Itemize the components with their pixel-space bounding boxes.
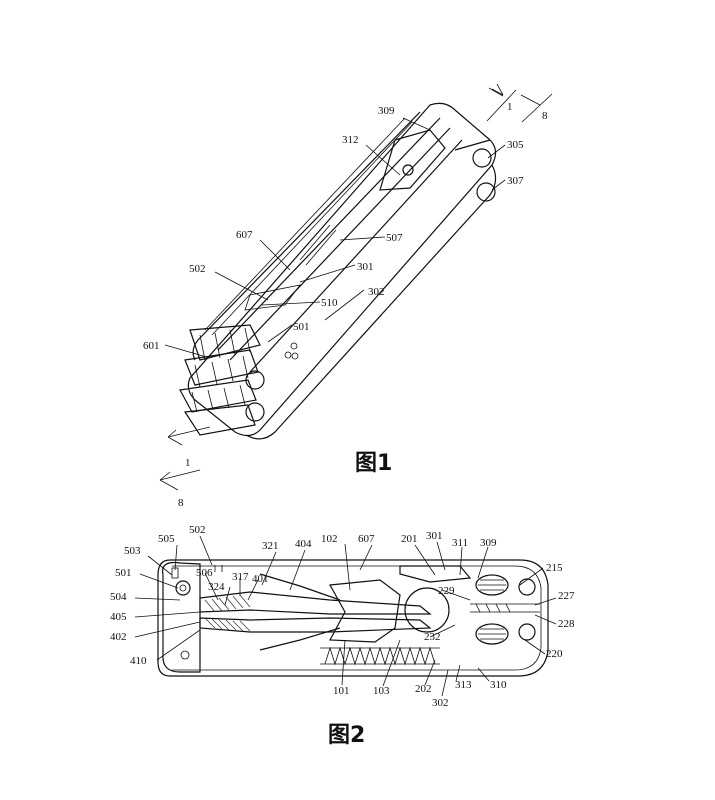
figure-1: 1 8 (143, 83, 553, 509)
fig1-label-510: 510 (321, 297, 338, 309)
fig1-label-607: 607 (236, 229, 253, 241)
fig2-label-309: 309 (480, 537, 497, 549)
fig2-label-229: 229 (438, 585, 455, 597)
fig1-label-502: 502 (189, 263, 206, 275)
section-mark-8-top: 8 (542, 110, 548, 122)
section-mark-1-top: 1 (507, 101, 513, 113)
fig2-label-301: 301 (426, 530, 443, 542)
fig1-label-301: 301 (357, 261, 374, 273)
fig2-label-220: 220 (546, 648, 563, 660)
fig2-label-404: 404 (295, 538, 312, 550)
fig2-leaders (134, 535, 557, 697)
fig2-label-317: 317 (232, 571, 249, 583)
figure-2-caption: 图2 (328, 723, 365, 748)
figure-1-caption: 图1 (355, 451, 392, 476)
fig1-label-601: 601 (143, 340, 160, 352)
fig2-label-505: 505 (158, 533, 175, 545)
fig2-label-228: 228 (558, 618, 575, 630)
fig2-label-321: 321 (262, 540, 279, 552)
fig1-label-302: 302 (368, 286, 385, 298)
fig2-label-232: 232 (424, 631, 441, 643)
fig2-label-401: 401 (252, 573, 269, 585)
fig2-label-103: 103 (373, 685, 390, 697)
fig1-label-507: 507 (386, 232, 403, 244)
multitool-body-section (157, 559, 549, 677)
fig2-label-504: 504 (110, 591, 127, 603)
jaw-end-rings (179, 324, 265, 436)
fig2-label-503: 503 (124, 545, 141, 557)
fig2-label-607: 607 (358, 533, 375, 545)
fig2-label-102: 102 (321, 533, 338, 545)
section-arrow-8-bottom: 8 (159, 469, 201, 509)
fig1-label-309: 309 (378, 105, 395, 117)
section-arrow-8-top: 8 (520, 93, 553, 123)
fig2-label-502: 502 (189, 524, 206, 536)
section-mark-8-bottom: 8 (178, 497, 184, 509)
fig2-label-405: 405 (110, 611, 127, 623)
right-end-fittings (470, 574, 540, 645)
fig2-label-302: 302 (432, 697, 449, 709)
fig1-label-312: 312 (342, 134, 359, 146)
fig2-label-310: 310 (490, 679, 507, 691)
multitool-body-iso (179, 102, 497, 440)
fig2-label-402: 402 (110, 631, 127, 643)
fig1-label-501: 501 (293, 321, 310, 333)
fig2-label-506: 506 (196, 567, 213, 579)
fig2-label-313: 313 (455, 679, 472, 691)
fig2-label-201: 201 (401, 533, 418, 545)
figure-2: 505 502 321 404 102 607 201 301 311 309 … (110, 524, 575, 748)
fig2-label-410: 410 (130, 655, 147, 667)
fig2-label-501: 501 (115, 567, 132, 579)
section-mark-1-bottom: 1 (185, 457, 191, 469)
fig1-label-307: 307 (507, 175, 524, 187)
fig2-label-202: 202 (415, 683, 432, 695)
section-arrow-1-top: 1 (486, 83, 517, 122)
fig2-label-324: 324 (208, 581, 225, 593)
coil-spring (320, 646, 440, 666)
fig2-label-101: 101 (333, 685, 350, 697)
fig1-label-305: 305 (507, 139, 524, 151)
fig2-label-227: 227 (558, 590, 575, 602)
fig2-label-215: 215 (546, 562, 563, 574)
section-arrow-1-bottom: 1 (167, 426, 211, 469)
jaw-hatching (204, 594, 251, 632)
fig2-label-311: 311 (452, 537, 468, 549)
fig1-leaders (164, 117, 506, 359)
